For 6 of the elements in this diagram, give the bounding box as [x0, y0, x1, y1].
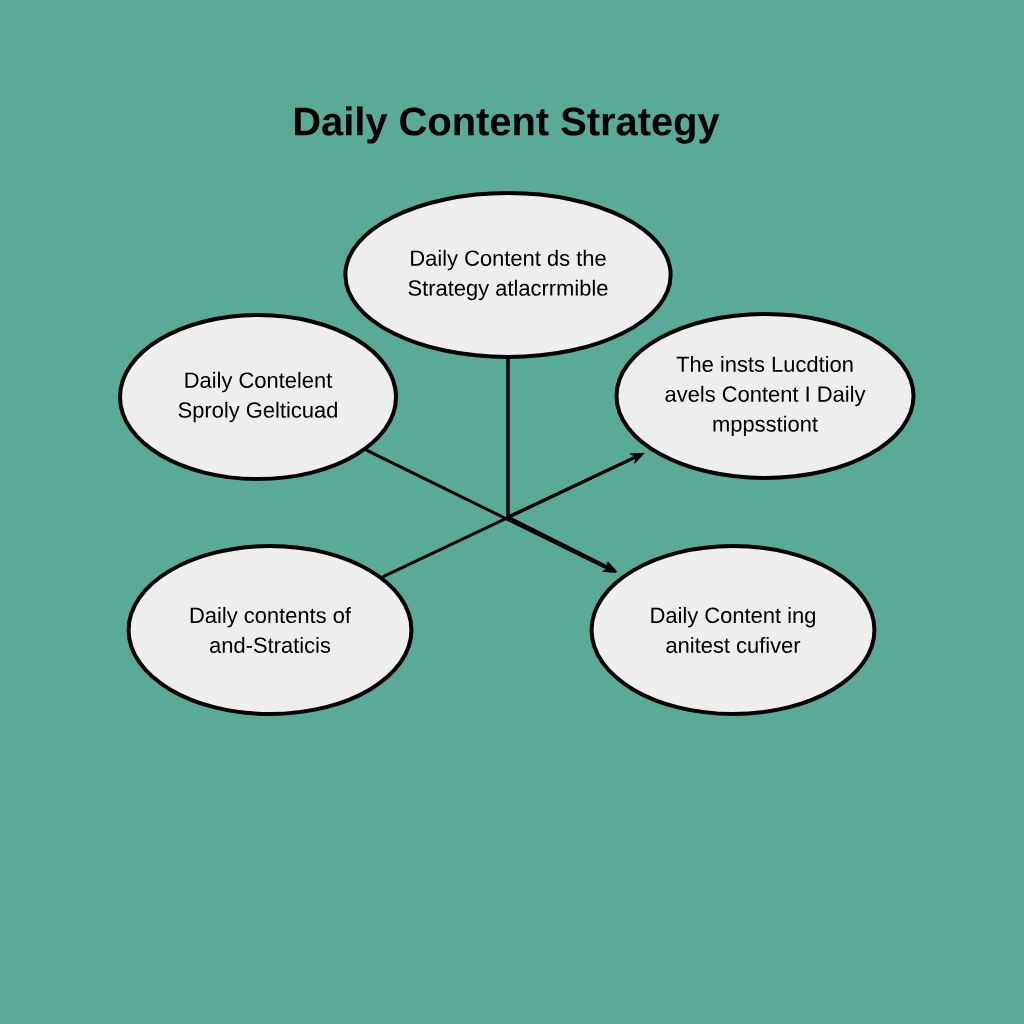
ellipse-node: Daily Content ds the Strategy atlacrrmible	[343, 191, 673, 359]
ellipse-node: Daily Content ing anitest cufiver	[589, 544, 877, 716]
ellipse-node: Daily contents of and-Straticis	[126, 544, 414, 716]
ellipse-node: Daily Contelent Sproly Gelticuad	[118, 313, 398, 481]
ellipse-node: The insts Lucdtion avels Content I Daily mppsstiont	[614, 312, 916, 480]
title: Daily Content Strategy	[295, 106, 720, 144]
